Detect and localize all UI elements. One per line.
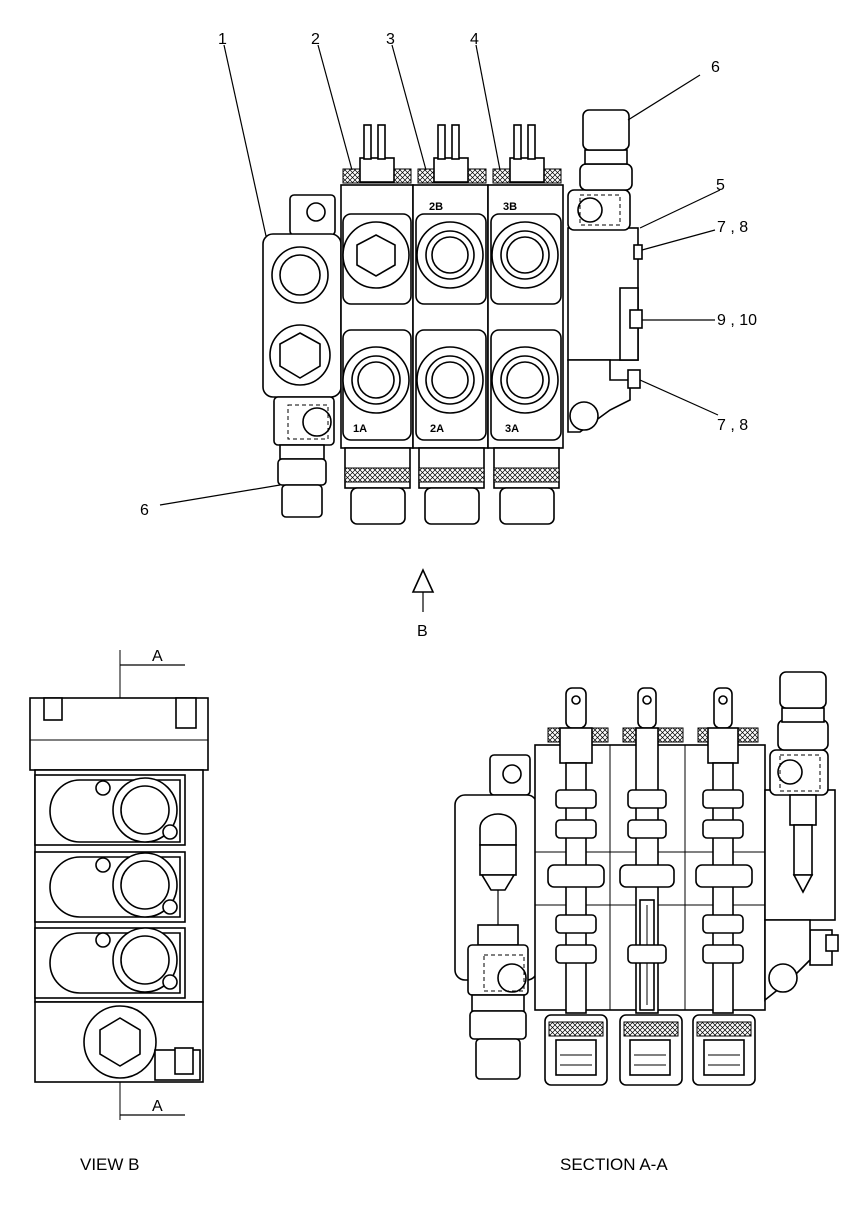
section-1 [340,124,414,525]
section-2 [412,124,489,525]
callout-9-10: 9 , 10 [717,312,757,329]
callout-2: 2 [311,31,320,48]
section-marker-top: A [152,648,163,665]
front-view: 2B 3B 1A 2A 3A 1 2 3 4 6 5 7 , 8 9 , 10 … [140,31,757,525]
spool-1 [544,687,609,1086]
callout-6-bottom: 6 [140,502,149,519]
viewb-block-1 [34,774,186,846]
leader-lines [159,44,721,506]
spool-3 [692,687,759,1086]
section-aa-drawing [454,671,839,1086]
callout-4: 4 [470,31,479,48]
caption-section-aa: SECTION A-A [560,1155,668,1174]
callout-7-8-top: 7 , 8 [717,219,748,236]
caption-view-b: VIEW B [80,1155,140,1174]
section-3 [487,124,564,525]
section-marker-bottom: A [152,1098,163,1115]
port-label-1a: 1A [353,423,367,435]
viewb-block-3 [34,927,186,999]
callout-7-8-bottom: 7 , 8 [717,417,748,434]
outlet-section [567,109,643,433]
port-label-2b: 2B [429,201,443,213]
callout-5: 5 [716,177,725,194]
port-label-2a: 2A [430,423,444,435]
port-label-3b: 3B [503,201,517,213]
spool-2 [619,687,684,1086]
view-b-drawing: A A [29,648,209,1120]
view-arrow-b: B [411,568,435,640]
view-arrow-label: B [417,623,428,640]
callout-3: 3 [386,31,395,48]
callout-1: 1 [218,31,227,48]
viewb-block-2 [34,851,186,923]
port-label-3a: 3A [505,423,519,435]
inlet-section [262,194,342,518]
callout-6-top: 6 [711,59,720,76]
